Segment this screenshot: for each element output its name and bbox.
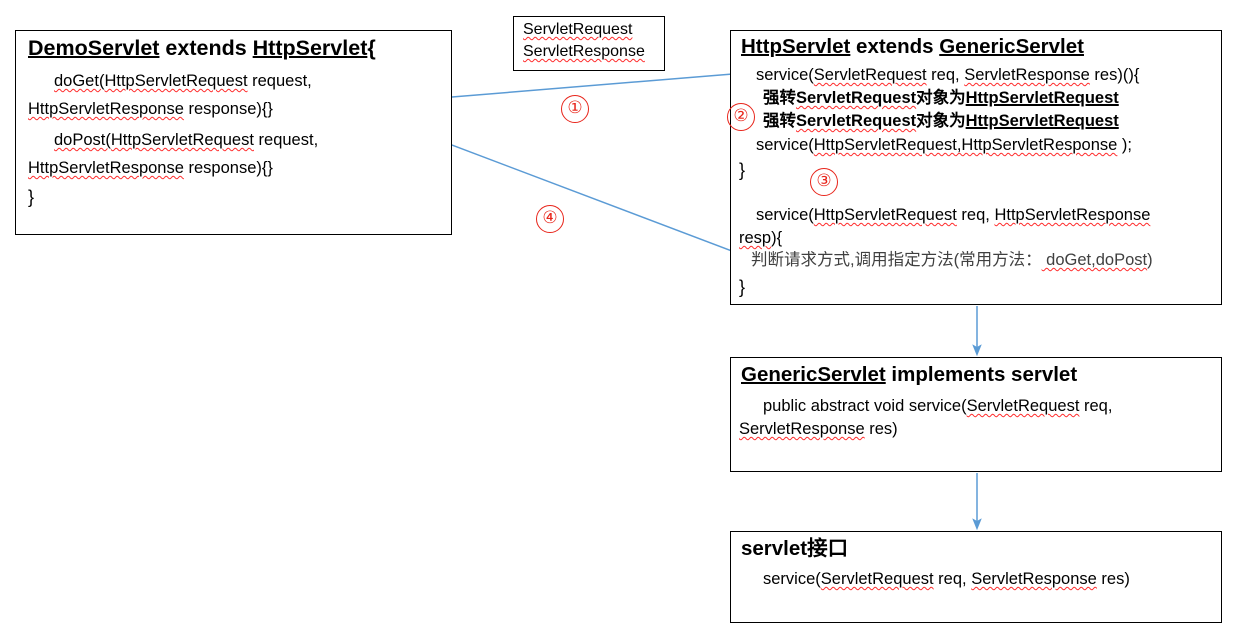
inner-call-args: HttpServletRequest,HttpServletResponse — [813, 136, 1118, 154]
interface-service-param-response-name: res) — [1096, 570, 1130, 588]
interface-service-param-request-name: req, — [933, 570, 972, 588]
service-param-request-name: req, — [926, 66, 965, 84]
http-servlet-box: HttpServlet extends GenericServlet servi… — [730, 30, 1222, 305]
step-marker-4: ④ — [536, 205, 564, 233]
inner-call-tail: ); — [1117, 136, 1133, 154]
http-servlet-cast-line-2: 强转ServletRequest对象为HttpServletRequest — [763, 112, 1119, 130]
abstract-service-param-request-type: ServletRequest — [966, 397, 1080, 415]
dispatch-comment-methods: doGet,doPost — [1041, 251, 1148, 269]
demo-servlet-close-brace: } — [28, 187, 35, 207]
demo-servlet-box: DemoServlet extends HttpServlet{ doGet(H… — [15, 30, 452, 235]
overload-method-name: service( — [756, 206, 814, 224]
overload-param-request-name: req, — [956, 206, 995, 224]
abstract-service-prefix: public abstract void service( — [763, 397, 967, 415]
step-marker-3: ③ — [810, 168, 838, 196]
demo-servlet-doget-line-2: HttpServletResponse response){} — [28, 100, 273, 118]
overload-param-response-type: HttpServletResponse — [994, 206, 1151, 224]
doget-method-name: doGet( — [54, 72, 105, 90]
generic-servlet-service-signature: public abstract void service(ServletRequ… — [763, 397, 1112, 415]
generic-servlet-title: GenericServlet implements servlet — [741, 363, 1078, 387]
servlet-types-box: ServletRequest ServletResponse — [513, 16, 665, 71]
dispatch-comment-tail: ) — [1147, 251, 1153, 269]
dopost-param-request-type: HttpServletRequest — [110, 131, 254, 149]
http-servlet-inner-service-call: service(HttpServletRequest,HttpServletRe… — [756, 136, 1132, 154]
http-servlet-superclass-name: GenericServlet — [939, 35, 1084, 58]
cast-1-target-type: HttpServletRequest — [965, 89, 1119, 107]
doget-body-braces: {} — [261, 100, 273, 118]
step-marker-2: ② — [727, 103, 755, 131]
http-servlet-cast-line-1: 强转ServletRequest对象为HttpServletRequest — [763, 89, 1119, 107]
demo-servlet-superclass-name: HttpServlet — [252, 36, 368, 60]
step-marker-1: ① — [561, 95, 589, 123]
demo-servlet-title: DemoServlet extends HttpServlet{ — [28, 36, 376, 60]
doget-param-response-name: response) — [183, 100, 262, 118]
dopost-param-request-name: request, — [253, 131, 319, 149]
http-servlet-extends-keyword: extends — [850, 35, 940, 58]
demo-servlet-open-brace: { — [367, 36, 376, 60]
abstract-service-param-response-type: ServletResponse — [739, 420, 865, 438]
demo-servlet-doget-line: doGet(HttpServletRequest request, — [54, 72, 312, 90]
servlet-interface-title: servlet接口 — [741, 537, 849, 561]
demo-servlet-dopost-line-2: HttpServletResponse response){} — [28, 159, 273, 177]
servlet-interface-service-signature: service(ServletRequest req, ServletRespo… — [763, 570, 1130, 588]
servlet-response-type-label: ServletResponse — [523, 43, 645, 60]
abstract-service-param-request-name: req, — [1079, 397, 1113, 415]
cast-1-connector: 对象为 — [916, 89, 966, 107]
http-servlet-title: HttpServlet extends GenericServlet — [741, 35, 1084, 59]
generic-servlet-implements-clause: implements servlet — [885, 363, 1078, 386]
interface-service-param-request-type: ServletRequest — [820, 570, 934, 588]
doget-param-request-name: request, — [247, 72, 312, 90]
overload-param-request-type: HttpServletRequest — [813, 206, 957, 224]
demo-servlet-class-name: DemoServlet — [28, 36, 160, 60]
demo-servlet-dopost-line: doPost(HttpServletRequest request, — [54, 131, 318, 149]
cast-1-verb: 强转 — [763, 89, 796, 107]
http-servlet-close-brace-2: } — [739, 277, 746, 297]
cast-2-connector: 对象为 — [916, 112, 966, 130]
doget-param-response-type: HttpServletResponse — [28, 100, 184, 118]
servlet-request-type-label: ServletRequest — [523, 21, 633, 38]
inner-call-method-name: service( — [756, 136, 814, 154]
demo-servlet-extends-keyword: extends — [159, 36, 253, 60]
arrow-step-1 — [451, 69, 746, 98]
dopost-param-response-type: HttpServletResponse — [28, 159, 184, 177]
http-servlet-class-name: HttpServlet — [741, 35, 851, 58]
interface-service-method-name: service( — [763, 570, 821, 588]
service-signature-tail: res)(){ — [1089, 66, 1140, 84]
servlet-interface-name: servlet — [741, 537, 808, 560]
cast-2-verb: 强转 — [763, 112, 796, 130]
service-param-response-type: ServletResponse — [964, 66, 1090, 84]
service-method-name: service( — [756, 66, 814, 84]
service-param-request-type: ServletRequest — [813, 66, 927, 84]
generic-servlet-service-signature-2: ServletResponse res) — [739, 420, 898, 438]
http-servlet-overload-signature: service(HttpServletRequest req, HttpServ… — [756, 206, 1150, 224]
overload-open-brace: ){ — [771, 229, 783, 247]
cast-2-source-type: ServletRequest — [796, 112, 917, 130]
cast-1-source-type: ServletRequest — [796, 89, 917, 107]
dopost-method-name: doPost( — [54, 131, 111, 149]
servlet-interface-box: servlet接口 service(ServletRequest req, Se… — [730, 531, 1222, 623]
servlet-interface-suffix: 接口 — [807, 537, 849, 560]
dopost-body-braces: {} — [261, 159, 273, 177]
generic-servlet-box: GenericServlet implements servlet public… — [730, 357, 1222, 472]
http-servlet-close-brace-1: } — [739, 160, 746, 180]
abstract-service-param-response-name: res) — [864, 420, 898, 438]
http-servlet-dispatch-comment: 判断请求方式,调用指定方法(常用方法： doGet,doPost) — [751, 251, 1153, 269]
doget-param-request-type: HttpServletRequest — [104, 72, 248, 90]
dopost-param-response-name: response) — [183, 159, 262, 177]
http-servlet-overload-signature-2: resp){ — [739, 229, 782, 247]
cast-2-target-type: HttpServletRequest — [965, 112, 1119, 130]
http-servlet-service-signature: service(ServletRequest req, ServletRespo… — [756, 66, 1139, 84]
interface-service-param-response-type: ServletResponse — [971, 570, 1097, 588]
generic-servlet-class-name: GenericServlet — [741, 363, 886, 386]
dispatch-comment-text: 判断请求方式,调用指定方法(常用方法： — [751, 251, 1042, 269]
overload-param-response-name: resp — [739, 229, 772, 247]
